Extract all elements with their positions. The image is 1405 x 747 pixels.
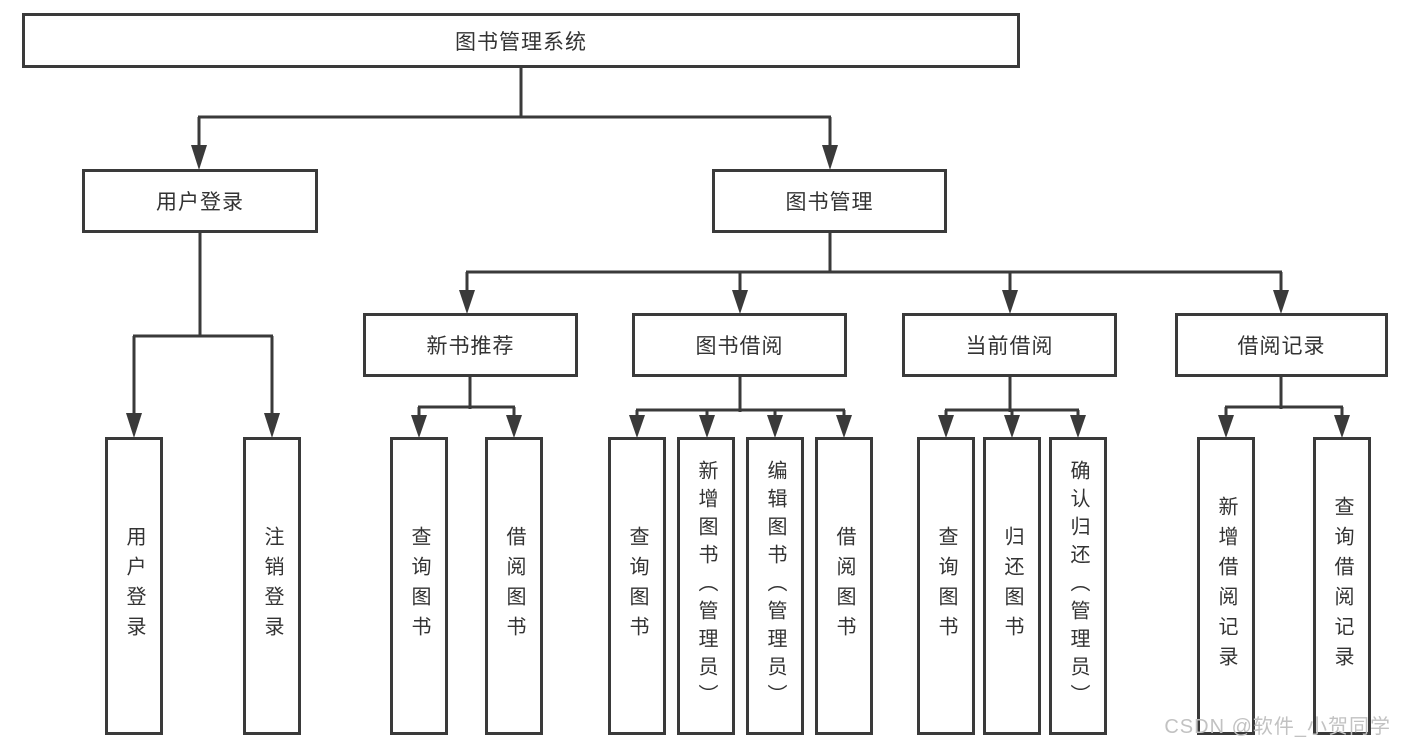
node-borrow-records-label: 借阅记录 bbox=[1237, 335, 1326, 358]
node-root-label: 图书管理系统 bbox=[455, 30, 587, 54]
leaf-records-search-record-label: 查询借阅记录 bbox=[1331, 496, 1353, 676]
watermark: CSDN @软件_小贺同学 bbox=[1164, 716, 1391, 738]
leaf-borrow-edit-book-admin: 编辑图书（管理员） bbox=[746, 437, 804, 735]
node-book-borrow-label: 图书借阅 bbox=[695, 335, 784, 358]
leaf-borrow-search-book: 查询图书 bbox=[608, 437, 666, 735]
leaf-user-login-label: 用户登录 bbox=[123, 526, 145, 646]
leaf-current-return-book-label: 归还图书 bbox=[1001, 526, 1023, 646]
leaf-borrow-borrow-book: 借阅图书 bbox=[815, 437, 873, 735]
leaf-records-add-record-label: 新增借阅记录 bbox=[1215, 496, 1237, 676]
leaf-borrow-add-book-admin-label: 新增图书（管理员） bbox=[695, 460, 717, 712]
node-book-borrow: 图书借阅 bbox=[632, 313, 847, 377]
leaf-current-search-book: 查询图书 bbox=[917, 437, 975, 735]
leaf-borrow-add-book-admin: 新增图书（管理员） bbox=[677, 437, 735, 735]
node-current-borrow-label: 当前借阅 bbox=[965, 335, 1054, 358]
node-user-login: 用户登录 bbox=[82, 169, 318, 233]
leaf-current-confirm-return-admin: 确认归还（管理员） bbox=[1049, 437, 1107, 735]
leaf-current-confirm-return-admin-label: 确认归还（管理员） bbox=[1067, 460, 1089, 712]
leaf-borrow-borrow-book-label: 借阅图书 bbox=[833, 526, 855, 646]
node-user-login-label: 用户登录 bbox=[156, 191, 244, 214]
node-root: 图书管理系统 bbox=[22, 13, 1020, 68]
leaf-current-return-book: 归还图书 bbox=[983, 437, 1041, 735]
node-book-management-label: 图书管理 bbox=[785, 191, 874, 214]
leaf-recommend-search-book-label: 查询图书 bbox=[408, 526, 430, 646]
leaf-records-add-record: 新增借阅记录 bbox=[1197, 437, 1255, 735]
leaf-user-login: 用户登录 bbox=[105, 437, 163, 735]
node-new-book-recommend: 新书推荐 bbox=[363, 313, 578, 377]
node-new-book-recommend-label: 新书推荐 bbox=[426, 335, 515, 358]
leaf-records-search-record: 查询借阅记录 bbox=[1313, 437, 1371, 735]
leaf-borrow-search-book-label: 查询图书 bbox=[626, 526, 648, 646]
node-borrow-records: 借阅记录 bbox=[1175, 313, 1388, 377]
leaf-logout: 注销登录 bbox=[243, 437, 301, 735]
node-current-borrow: 当前借阅 bbox=[902, 313, 1117, 377]
leaf-borrow-edit-book-admin-label: 编辑图书（管理员） bbox=[764, 460, 786, 712]
leaf-recommend-borrow-book: 借阅图书 bbox=[485, 437, 543, 735]
leaf-recommend-borrow-book-label: 借阅图书 bbox=[503, 526, 525, 646]
node-book-management: 图书管理 bbox=[712, 169, 947, 233]
leaf-recommend-search-book: 查询图书 bbox=[390, 437, 448, 735]
leaf-logout-label: 注销登录 bbox=[261, 526, 283, 646]
leaf-current-search-book-label: 查询图书 bbox=[935, 526, 957, 646]
